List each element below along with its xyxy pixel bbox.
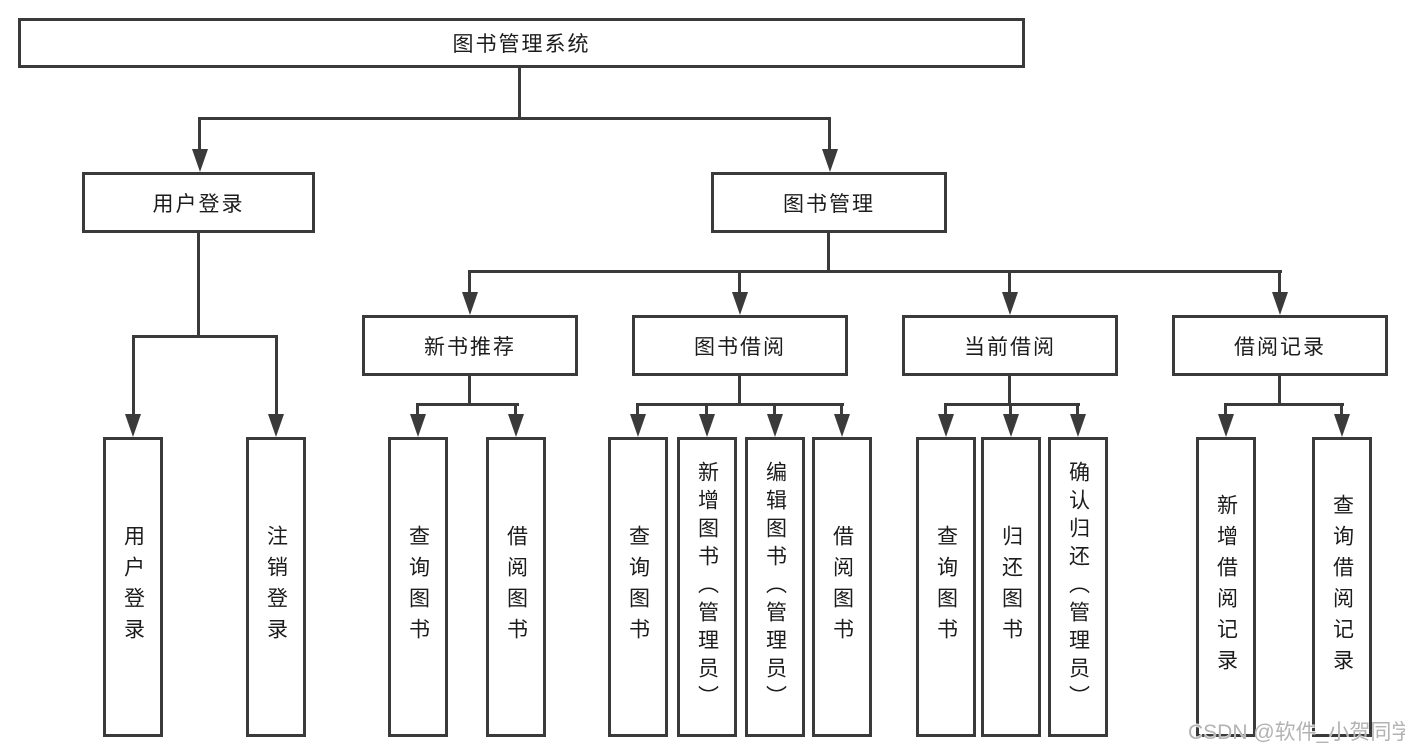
connector-borrow-records-stem xyxy=(1278,376,1281,406)
node-current-borrow: 当前借阅 xyxy=(902,315,1118,376)
leaf-br-add-record: 新增借阅记录 xyxy=(1196,437,1256,737)
node-book-borrow: 图书借阅 xyxy=(632,315,848,376)
leaf-cb-query-books: 查询图书 xyxy=(916,437,976,737)
connector-user-login-stem xyxy=(197,233,200,338)
connector-current-borrow-split xyxy=(944,403,1080,406)
connector-drop-cb-query xyxy=(944,403,947,416)
node-book-management-label: 图书管理 xyxy=(783,192,875,216)
leaf-rec-query-books-label: 查询图书 xyxy=(406,525,430,649)
connector-drop-leaf-logout xyxy=(275,335,278,417)
connector-drop-book-management xyxy=(828,117,831,152)
leaf-logout-login-label: 注销登录 xyxy=(264,525,288,649)
connector-drop-user-login xyxy=(198,117,201,152)
connector-drop-current-borrow xyxy=(1008,270,1011,295)
node-user-login-label: 用户登录 xyxy=(152,192,245,216)
leaf-cb-query-books-label: 查询图书 xyxy=(934,525,958,649)
arrowhead-new-book-recommend xyxy=(462,292,478,315)
connector-book-management-split xyxy=(468,270,1282,273)
leaf-bb-borrow-books-label: 借阅图书 xyxy=(830,525,854,649)
arrowhead-bb-query xyxy=(630,414,646,437)
node-current-borrow-label: 当前借阅 xyxy=(964,335,1056,359)
node-root: 图书管理系统 xyxy=(18,18,1025,68)
arrowhead-cb-return xyxy=(1003,414,1019,437)
connector-drop-bb-borrow xyxy=(840,403,843,416)
arrowhead-bb-edit xyxy=(767,414,783,437)
arrowhead-book-borrow xyxy=(732,292,748,315)
leaf-rec-borrow-books-label: 借阅图书 xyxy=(504,525,528,649)
arrowhead-user-login xyxy=(192,149,208,172)
arrowhead-current-borrow xyxy=(1002,292,1018,315)
connector-drop-book-borrow xyxy=(738,270,741,295)
connector-borrow-records-split xyxy=(1224,403,1344,406)
arrowhead-rec-borrow xyxy=(508,414,524,437)
arrowhead-cb-confirm xyxy=(1070,414,1086,437)
arrowhead-borrow-records xyxy=(1272,292,1288,315)
arrowhead-leaf-logout xyxy=(268,414,284,437)
arrowhead-leaf-user-login xyxy=(125,414,141,437)
leaf-user-login-label: 用户登录 xyxy=(121,525,145,649)
leaf-bb-add-books: 新增图书（管理员） xyxy=(677,437,737,737)
leaf-rec-query-books: 查询图书 xyxy=(388,437,448,737)
leaf-logout-login: 注销登录 xyxy=(246,437,306,737)
connector-drop-br-add xyxy=(1224,403,1227,416)
leaf-bb-borrow-books: 借阅图书 xyxy=(812,437,872,737)
node-book-borrow-label: 图书借阅 xyxy=(694,335,786,359)
connector-drop-cb-confirm xyxy=(1076,403,1079,416)
leaf-bb-edit-books-label: 编辑图书（管理员） xyxy=(763,461,787,713)
leaf-bb-add-books-label: 新增图书（管理员） xyxy=(695,461,719,713)
leaf-rec-borrow-books: 借阅图书 xyxy=(486,437,546,737)
connector-book-borrow-stem xyxy=(738,376,741,406)
connector-new-book-recommend-stem xyxy=(468,376,471,406)
watermark: CSDN @软件_小贺同学 xyxy=(1188,721,1405,744)
leaf-br-query-record: 查询借阅记录 xyxy=(1312,437,1372,737)
leaf-cb-return-books-label: 归还图书 xyxy=(999,525,1023,649)
connector-root-stem xyxy=(518,67,521,120)
arrowhead-rec-query xyxy=(410,414,426,437)
connector-book-borrow-split xyxy=(636,403,844,406)
node-user-login: 用户登录 xyxy=(82,172,315,233)
node-new-book-recommend-label: 新书推荐 xyxy=(424,335,516,359)
arrowhead-cb-query xyxy=(938,414,954,437)
arrowhead-bb-add xyxy=(699,414,715,437)
connector-book-management-stem xyxy=(827,233,830,273)
connector-current-borrow-stem xyxy=(1008,376,1011,406)
connector-root-split xyxy=(198,117,831,120)
connector-drop-borrow-records xyxy=(1278,270,1281,295)
connector-drop-bb-query xyxy=(636,403,639,416)
node-root-label: 图书管理系统 xyxy=(452,33,591,56)
leaf-bb-query-books-label: 查询图书 xyxy=(626,525,650,649)
connector-drop-cb-return xyxy=(1009,403,1012,416)
arrowhead-br-add xyxy=(1218,414,1234,437)
leaf-cb-return-books: 归还图书 xyxy=(981,437,1041,737)
connector-drop-rec-query xyxy=(416,403,419,416)
connector-drop-br-query xyxy=(1340,403,1343,416)
connector-user-login-split xyxy=(132,335,278,338)
leaf-cb-confirm-return-label: 确认归还（管理员） xyxy=(1066,461,1090,713)
leaf-br-query-record-label: 查询借阅记录 xyxy=(1330,494,1354,680)
connector-new-book-recommend-split xyxy=(416,403,519,406)
leaf-cb-confirm-return: 确认归还（管理员） xyxy=(1048,437,1108,737)
node-borrow-records: 借阅记录 xyxy=(1172,315,1388,376)
connector-drop-new-book-recommend xyxy=(468,270,471,295)
leaf-bb-edit-books: 编辑图书（管理员） xyxy=(745,437,805,737)
connector-drop-rec-borrow xyxy=(514,403,517,416)
node-new-book-recommend: 新书推荐 xyxy=(362,315,578,376)
node-borrow-records-label: 借阅记录 xyxy=(1234,335,1326,359)
connector-drop-bb-add xyxy=(705,403,708,416)
leaf-br-add-record-label: 新增借阅记录 xyxy=(1214,494,1238,680)
connector-drop-bb-edit xyxy=(773,403,776,416)
leaf-bb-query-books: 查询图书 xyxy=(608,437,668,737)
connector-drop-leaf-user-login xyxy=(132,335,135,417)
arrowhead-br-query xyxy=(1334,414,1350,437)
leaf-user-login: 用户登录 xyxy=(103,437,163,737)
node-book-management: 图书管理 xyxy=(711,172,947,233)
arrowhead-bb-borrow xyxy=(834,414,850,437)
arrowhead-book-management xyxy=(822,149,838,172)
